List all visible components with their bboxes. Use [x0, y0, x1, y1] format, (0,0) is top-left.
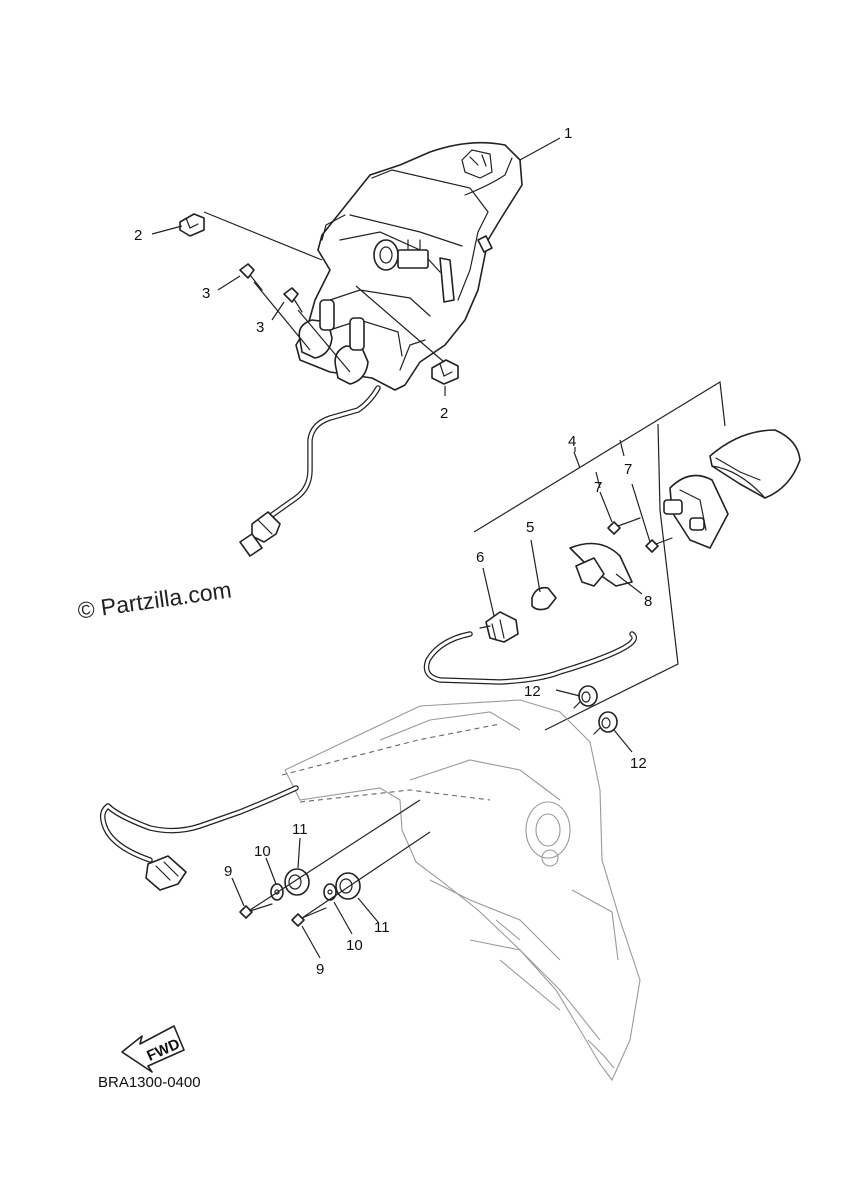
screw-upper — [239, 263, 263, 291]
lens-8 — [569, 542, 633, 587]
callout-7-left: 7 — [594, 479, 602, 496]
callout-10-left: 10 — [254, 843, 271, 860]
leader-9-10-11-shaft — [249, 799, 431, 919]
callout-1: 1 — [564, 125, 572, 142]
leader-10a — [265, 857, 277, 885]
tail-light-housing — [239, 141, 523, 557]
callout-7-right: 7 — [624, 461, 632, 478]
leader-11a — [297, 837, 301, 869]
fwd-arrow-icon: FWD — [121, 1025, 185, 1073]
leader-1 — [519, 137, 561, 161]
lamp-bracket — [663, 474, 729, 549]
grommet-11b — [335, 872, 361, 900]
clip-nut-lower — [431, 359, 459, 385]
leader-5 — [530, 539, 541, 593]
grommet-11a — [284, 868, 310, 896]
callout-8: 8 — [644, 593, 652, 610]
callout-4: 4 — [568, 433, 576, 450]
callout-3-upper: 3 — [202, 285, 210, 302]
leader-8 — [615, 573, 643, 595]
callout-2-upper: 2 — [134, 227, 142, 244]
callout-2-lower: 2 — [440, 405, 448, 422]
connector-lower — [145, 855, 187, 891]
leader-10b — [333, 901, 353, 935]
callout-9-left: 9 — [224, 863, 232, 880]
leader-2a — [151, 211, 323, 261]
callout-3-lower: 3 — [256, 319, 264, 336]
lamp-cover — [709, 429, 801, 499]
screw-7a — [607, 517, 641, 535]
screw-9a — [239, 903, 273, 919]
bulb-5 — [531, 586, 557, 611]
socket-6 — [423, 611, 637, 685]
leader-4-bracket — [473, 380, 726, 731]
callout-11-left: 11 — [292, 821, 308, 838]
callout-11-right: 11 — [374, 919, 390, 936]
diagram-code: BRA1300-0400 — [98, 1074, 201, 1091]
leader-3a — [217, 275, 311, 351]
callout-9-right: 9 — [316, 961, 324, 978]
leader-7b — [631, 483, 651, 543]
grommet-12b — [593, 711, 618, 735]
leader-9a — [231, 877, 245, 907]
leader-7a — [599, 491, 613, 523]
callout-6: 6 — [476, 549, 484, 566]
grommet-12a — [573, 685, 598, 709]
leader-3b — [271, 301, 351, 373]
screw-lower — [283, 287, 303, 313]
screw-9b — [291, 907, 327, 927]
leader-12b — [613, 729, 633, 753]
leader-6 — [482, 567, 495, 617]
leader-9b — [301, 925, 321, 959]
callout-5: 5 — [526, 519, 534, 536]
clip-nut-upper — [179, 213, 205, 237]
callout-10-right: 10 — [346, 937, 363, 954]
leader-12a — [555, 689, 581, 697]
washer-10b — [323, 883, 337, 901]
rear-fender-outline — [281, 699, 641, 1082]
leader-11b — [357, 897, 379, 923]
leader-2b — [355, 285, 446, 396]
callout-12-upper: 12 — [524, 683, 541, 700]
callout-12-lower: 12 — [630, 755, 647, 772]
